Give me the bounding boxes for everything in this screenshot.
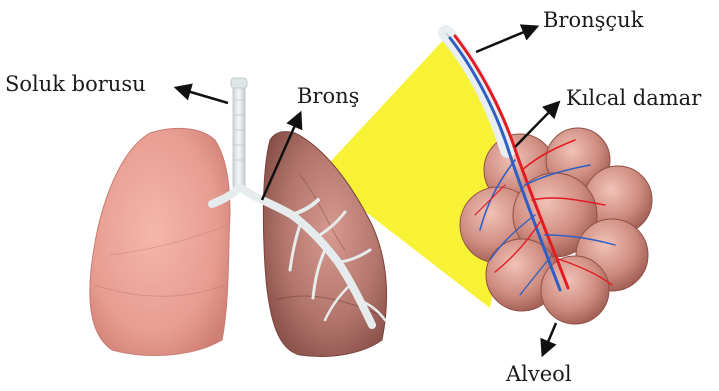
trachea-arrow bbox=[177, 88, 228, 103]
alveolus-arrow bbox=[543, 323, 556, 354]
left-lung bbox=[90, 128, 230, 355]
trachea-label: Soluk borusu bbox=[5, 74, 146, 95]
bronchiole-label: Bronşçuk bbox=[543, 10, 643, 31]
trachea bbox=[231, 78, 247, 190]
alveolus-label: Alveol bbox=[506, 364, 572, 385]
bronchiole-arrow bbox=[476, 27, 536, 52]
bronchus-label: Bronş bbox=[297, 86, 359, 107]
capillary-label: Kılcal damar bbox=[566, 88, 701, 109]
